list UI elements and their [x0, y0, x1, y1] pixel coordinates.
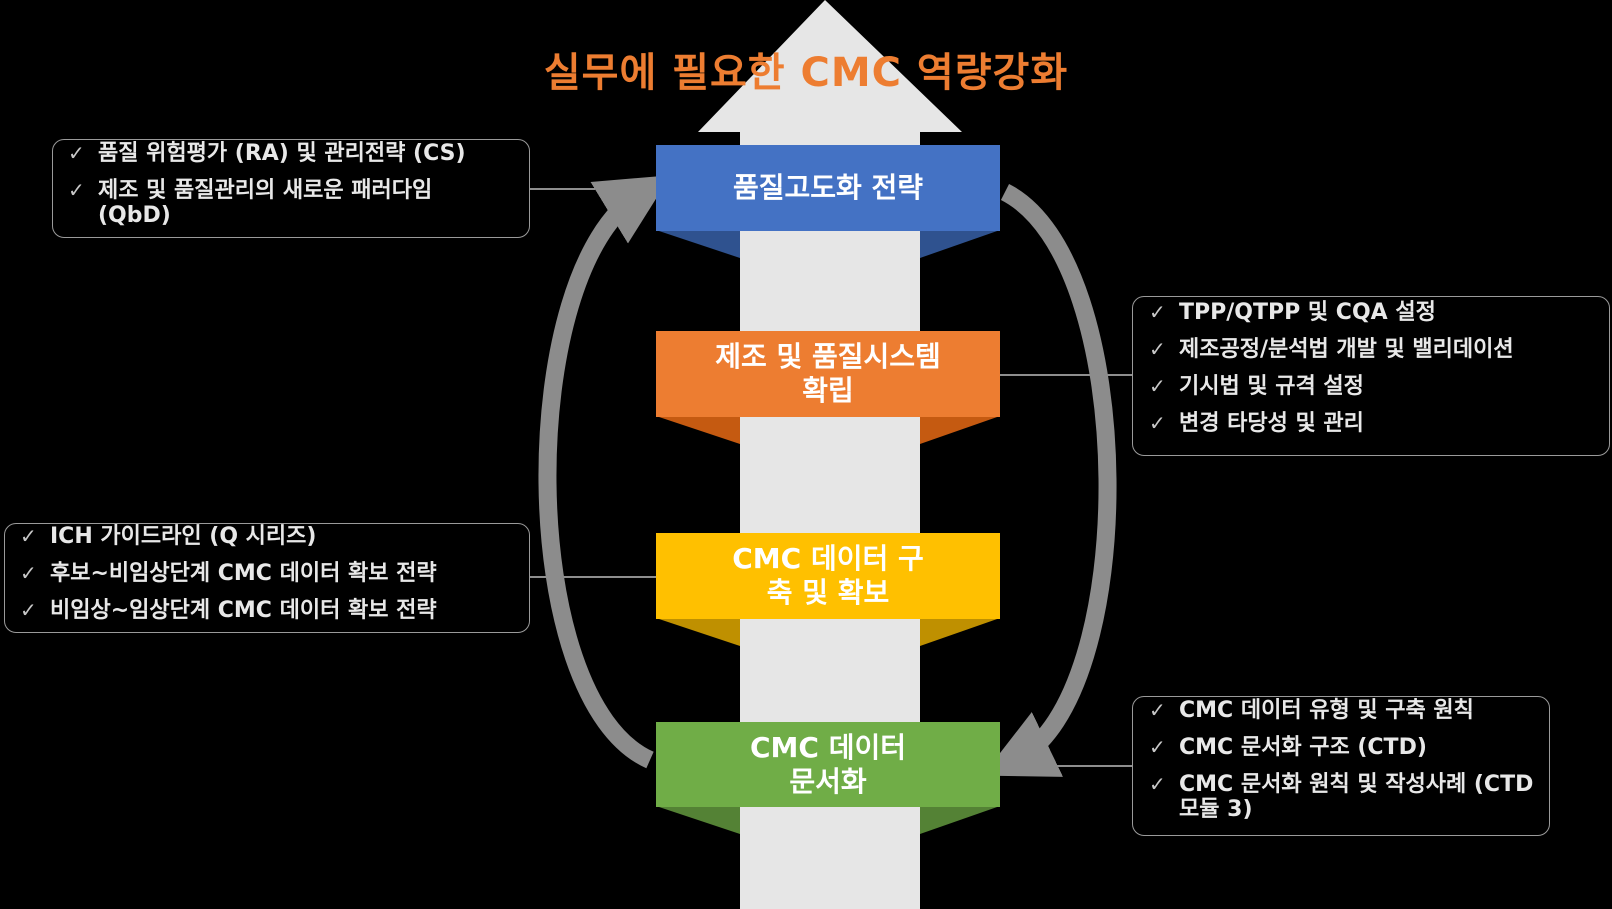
step-label: CMC 데이터 문서화 [750, 730, 906, 798]
note-bracket-documentation [1132, 696, 1550, 836]
step-documentation: CMC 데이터 문서화 [656, 722, 1000, 807]
check-icon: ✓ [1149, 735, 1166, 759]
list-item: ✓ICH 가이드라인 (Q 시리즈) [20, 524, 317, 549]
cycle-arrow-up [538, 175, 671, 769]
check-icon: ✓ [20, 524, 37, 548]
note-bracket-manufacturing [1132, 296, 1610, 456]
list-item: ✓CMC 데이터 유형 및 구축 원칙 [1149, 698, 1474, 723]
check-icon: ✓ [1149, 374, 1166, 398]
ribbon-fold [656, 416, 740, 444]
check-icon: ✓ [1149, 337, 1166, 361]
note-list-quality: ✓품질 위험평가 (RA) 및 관리전략 (CS) ✓제조 및 품질관리의 새로… [68, 141, 508, 240]
ribbon-fold [656, 806, 740, 834]
check-icon: ✓ [1149, 772, 1166, 796]
list-item: ✓후보~비임상단계 CMC 데이터 확보 전략 [20, 561, 437, 586]
ribbon-fold [920, 416, 1000, 444]
step-manufacturing-system: 제조 및 품질시스템 확립 [656, 331, 1000, 417]
note-bracket-data [4, 523, 530, 633]
cycle-arrow-down [982, 183, 1117, 777]
ribbon-fold [656, 230, 740, 258]
check-icon: ✓ [1149, 300, 1166, 324]
note-list-data: ✓ICH 가이드라인 (Q 시리즈) ✓후보~비임상단계 CMC 데이터 확보 … [20, 524, 520, 635]
list-item: ✓기시법 및 규격 설정 [1149, 374, 1364, 399]
step-data-acquisition: CMC 데이터 구축 및 확보 [656, 533, 1000, 619]
list-item: ✓제조공정/분석법 개발 및 밸리데이션 [1149, 337, 1514, 362]
note-bracket-quality [52, 139, 530, 238]
ribbon-fold [920, 618, 1000, 646]
check-icon: ✓ [68, 141, 85, 165]
list-item: ✓제조 및 품질관리의 새로운 패러다임 (QbD) [68, 178, 433, 228]
check-icon: ✓ [1149, 411, 1166, 435]
list-item: ✓CMC 문서화 구조 (CTD) [1149, 735, 1427, 760]
ribbon-fold [920, 230, 1000, 258]
note-list-manufacturing: ✓TPP/QTPP 및 CQA 설정 ✓제조공정/분석법 개발 및 밸리데이션 … [1149, 300, 1599, 448]
ribbon-fold [656, 618, 740, 646]
step-label: 품질고도화 전략 [732, 171, 924, 204]
list-item: ✓CMC 문서화 원칙 및 작성사례 (CTD 모듈 3) [1149, 772, 1534, 822]
list-item: ✓품질 위험평가 (RA) 및 관리전략 (CS) [68, 141, 466, 166]
check-icon: ✓ [20, 598, 37, 622]
diagram-title: 실무에 필요한 CMC 역량강화 [543, 50, 1069, 96]
step-label: CMC 데이터 구축 및 확보 [732, 542, 924, 609]
list-item: ✓TPP/QTPP 및 CQA 설정 [1149, 300, 1436, 325]
step-label: 제조 및 품질시스템 확립 [715, 340, 941, 407]
check-icon: ✓ [68, 178, 85, 202]
step-quality-strategy: 품질고도화 전략 [656, 145, 1000, 231]
check-icon: ✓ [20, 561, 37, 585]
list-item: ✓비임상~임상단계 CMC 데이터 확보 전략 [20, 598, 437, 623]
ribbon-fold [920, 806, 1000, 834]
check-icon: ✓ [1149, 698, 1166, 722]
note-list-documentation: ✓CMC 데이터 유형 및 구축 원칙 ✓CMC 문서화 구조 (CTD) ✓C… [1149, 698, 1539, 834]
list-item: ✓변경 타당성 및 관리 [1149, 411, 1364, 436]
